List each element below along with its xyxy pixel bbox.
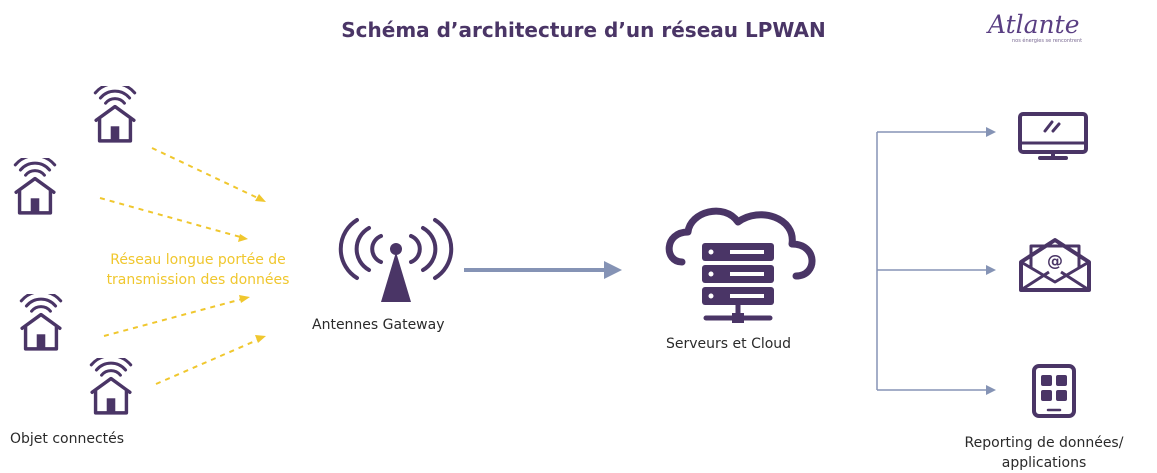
network-label-line1: Réseau longue portée de: [110, 252, 286, 268]
house-wifi-icon: [89, 358, 133, 415]
cloud-server-icon: [665, 207, 816, 323]
smartphone-icon: [1032, 364, 1076, 418]
logo-tagline: nos énergies se rencontrent: [1012, 38, 1083, 44]
svg-text:@: @: [1047, 251, 1063, 270]
email-icon: @: [1019, 238, 1091, 292]
reporting-label-line1: Reporting de données/: [964, 435, 1124, 451]
diagram-title: Schéma d’architecture d’un réseau LPWAN: [341, 18, 826, 42]
reporting-label-line2: applications: [1001, 455, 1087, 471]
output-connectors: [876, 131, 988, 391]
atlante-logo: Atlante: [988, 10, 1080, 39]
house-wifi-icon: [19, 294, 63, 351]
servers-label: Serveurs et Cloud: [666, 336, 792, 352]
yellow-arrows: [99, 147, 263, 385]
gateway-label: Antennes Gateway: [312, 317, 445, 333]
network-label-line2: transmission des données: [106, 272, 290, 288]
monitor-icon: [1018, 112, 1088, 160]
reporting-label: Reporting de données/ applications: [918, 433, 1157, 473]
house-wifi-icon: [13, 158, 57, 215]
antenna-icon: [338, 218, 454, 302]
house-wifi-icon: [93, 86, 137, 143]
objects-label: Objet connectés: [10, 431, 125, 447]
network-label: Réseau longue portée de transmission des…: [72, 250, 324, 290]
